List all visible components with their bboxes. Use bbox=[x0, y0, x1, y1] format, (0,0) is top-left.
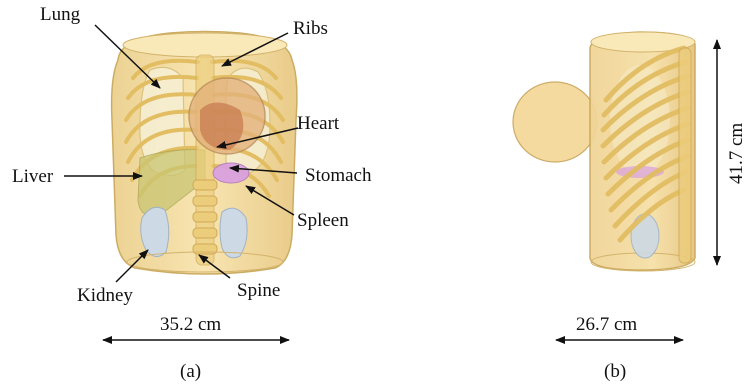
breast-bump bbox=[513, 82, 597, 162]
label-kidney: Kidney bbox=[77, 285, 133, 306]
stomach bbox=[213, 163, 249, 183]
width-dimension-label: 35.2 cm bbox=[160, 314, 221, 335]
panel-b-height-dimension: 41.7 cm bbox=[717, 40, 747, 265]
label-heart: Heart bbox=[297, 113, 340, 134]
label-spleen: Spleen bbox=[297, 210, 349, 231]
side-kidney bbox=[631, 214, 659, 258]
panel-b-depth-dimension: 26.7 cm bbox=[556, 314, 683, 340]
panel-a-width-dimension: 35.2 cm bbox=[103, 314, 289, 340]
label-spine: Spine bbox=[237, 280, 280, 301]
label-liver: Liver bbox=[12, 166, 54, 187]
height-dimension-label: 41.7 cm bbox=[726, 123, 747, 184]
label-stomach: Stomach bbox=[305, 165, 372, 186]
caption-a: (a) bbox=[180, 361, 201, 382]
label-ribs: Ribs bbox=[293, 18, 328, 39]
right-kidney bbox=[220, 208, 247, 258]
panel-b-phantom bbox=[513, 32, 695, 271]
depth-dimension-label: 26.7 cm bbox=[576, 314, 637, 335]
side-spine bbox=[679, 48, 691, 263]
caption-b: (b) bbox=[604, 361, 626, 382]
label-lung: Lung bbox=[40, 4, 81, 25]
